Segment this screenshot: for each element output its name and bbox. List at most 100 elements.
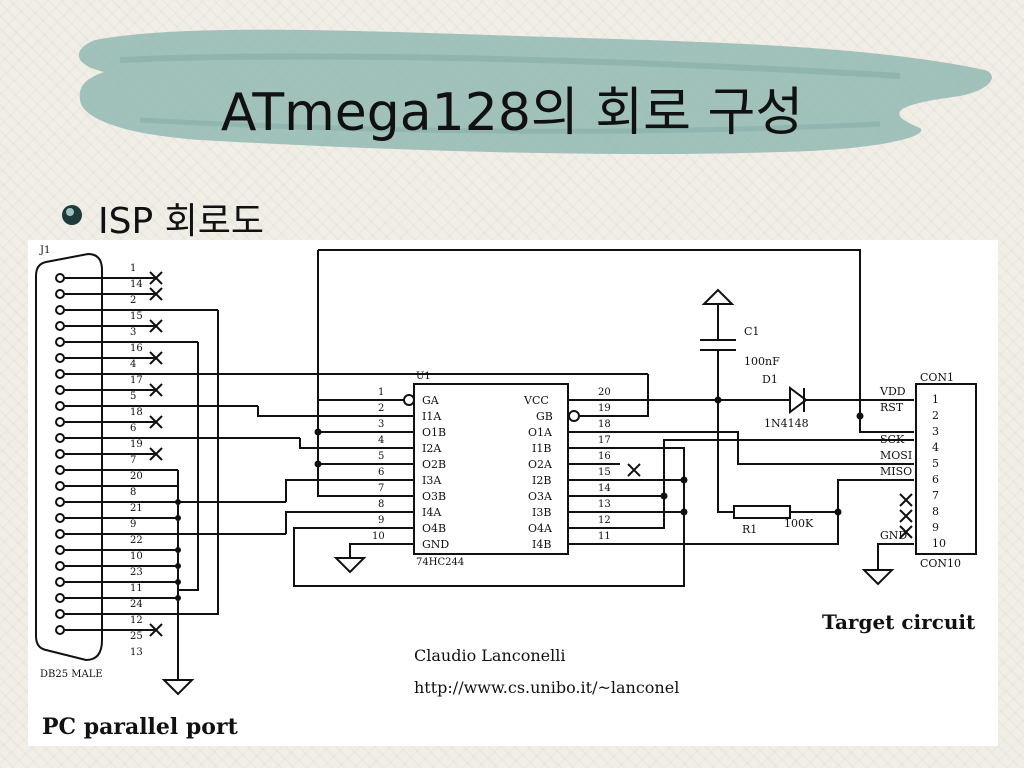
- capacitor-value: 100nF: [744, 355, 780, 368]
- schematic-wiring: [35, 249, 977, 696]
- pin-label-13: 13: [130, 647, 143, 658]
- pin-label-25: 25: [130, 631, 143, 642]
- pin-label-16: 16: [130, 343, 143, 354]
- ic-pin-num-5: 5: [378, 451, 385, 462]
- resistor-ref: R1: [742, 523, 758, 536]
- ic-pin-name-gb: GB: [536, 410, 553, 423]
- con-pin-3: 3: [932, 425, 939, 438]
- ic-pin-name-o3a: O3A: [528, 490, 552, 503]
- con-pin-6: 6: [932, 473, 939, 486]
- ic-ref: U1: [416, 371, 431, 382]
- ic-pin-name-o2a: O2A: [528, 458, 552, 471]
- signal-sck: SCK: [880, 433, 905, 446]
- ic-pin-num-7: 7: [378, 483, 385, 494]
- con-pin-2: 2: [932, 409, 939, 422]
- capacitor-ref: C1: [744, 325, 760, 338]
- signal-miso: MISO: [880, 465, 913, 478]
- con-pin-4: 4: [932, 441, 939, 454]
- ic-pin-name-gnd: GND: [422, 538, 450, 551]
- title-brush-stroke: [78, 29, 992, 155]
- pin-label-14: 14: [130, 279, 143, 290]
- ic-pin-num-14: 14: [598, 483, 611, 494]
- pin-label-10: 10: [130, 551, 143, 562]
- pin-label-9: 9: [130, 519, 137, 530]
- pin-label-8: 8: [130, 487, 137, 498]
- ic-pin-num-18: 18: [598, 419, 611, 430]
- pin-label-23: 23: [130, 567, 143, 578]
- ic-pin-num-17: 17: [598, 435, 611, 446]
- ic-pin-num-20: 20: [598, 387, 611, 398]
- ic-pin-name-i1a: I1A: [422, 410, 442, 423]
- con-pin-9: 9: [932, 521, 939, 534]
- resistor-value: 100K: [784, 517, 814, 530]
- ic-pin-num-10: 10: [372, 531, 385, 542]
- signal-rst: RST: [880, 401, 904, 414]
- ic-pin-name-ga: GA: [422, 394, 439, 407]
- con-ref-bottom: CON10: [920, 557, 962, 570]
- pin-label-18: 18: [130, 407, 143, 418]
- db25-name: DB25 MALE: [40, 669, 103, 680]
- pin-label-12: 12: [130, 615, 143, 626]
- ic-pin-num-15: 15: [598, 467, 611, 478]
- pin-label-19: 19: [130, 439, 143, 450]
- ic-pin-name-o1b: O1B: [422, 426, 447, 439]
- signal-mosi: MOSI: [880, 449, 913, 462]
- isp-schematic: J1 DB25 MALE 1 14 2 15 3 16 4 17 5 18 6 …: [28, 240, 998, 746]
- ic-pin-name-o3b: O3B: [422, 490, 447, 503]
- pin-label-5: 5: [130, 391, 137, 402]
- ic-pin-name-i1b: I1B: [532, 442, 552, 455]
- ic-pin-name-o1a: O1A: [528, 426, 552, 439]
- bullet-text: ISP 회로도: [98, 201, 264, 242]
- pin-label-17: 17: [130, 375, 143, 386]
- ic-pin-num-4: 4: [378, 435, 385, 446]
- signal-gnd: GND: [880, 529, 908, 542]
- ic-pin-num-8: 8: [378, 499, 385, 510]
- pin-label-11: 11: [130, 583, 143, 594]
- ic-pin-num-16: 16: [598, 451, 611, 462]
- ic-pin-name-o4a: O4A: [528, 522, 552, 535]
- con-pin-5: 5: [932, 457, 939, 470]
- ic-pin-num-9: 9: [378, 515, 385, 526]
- con-ref-top: CON1: [920, 371, 955, 384]
- bullet-icon: [62, 205, 82, 225]
- ic-pin-num-1: 1: [378, 387, 385, 398]
- ic-pin-num-12: 12: [598, 515, 611, 526]
- diode-part: 1N4148: [764, 417, 809, 430]
- ic-pin-num-19: 19: [598, 403, 611, 414]
- pin-label-21: 21: [130, 503, 143, 514]
- ic-pin-num-13: 13: [598, 499, 611, 510]
- ic-part: 74HC244: [416, 557, 465, 568]
- pin-label-15: 15: [130, 311, 143, 322]
- ic-pin-name-i4a: I4A: [422, 506, 442, 519]
- pin-label-4: 4: [130, 359, 137, 370]
- ic-pin-name-i2a: I2A: [422, 442, 442, 455]
- con-pin-10: 10: [932, 537, 946, 550]
- pin-label-6: 6: [130, 423, 137, 434]
- con-pin-1: 1: [932, 393, 939, 406]
- pin-label-20: 20: [130, 471, 143, 482]
- credit-url: http://www.cs.unibo.it/~lanconel: [414, 678, 680, 697]
- ic-pin-num-6: 6: [378, 467, 385, 478]
- signal-vdd: VDD: [880, 385, 906, 398]
- pin-label-1: 1: [130, 263, 137, 274]
- ic-pin-name-i4b: I4B: [532, 538, 552, 551]
- pin-label-2: 2: [130, 295, 137, 306]
- credit-author: Claudio Lanconelli: [414, 646, 566, 665]
- ic-pin-name-o2b: O2B: [422, 458, 447, 471]
- slide-title: ATmega128의 회로 구성: [220, 83, 804, 143]
- j1-ref: J1: [40, 245, 51, 256]
- ic-pin-num-11: 11: [598, 531, 611, 542]
- ic-pin-name-i3a: I3A: [422, 474, 442, 487]
- ic-pin-name-i2b: I2B: [532, 474, 552, 487]
- ic-pin-name-o4b: O4B: [422, 522, 447, 535]
- ic-pin-name-i3b: I3B: [532, 506, 552, 519]
- con-pin-8: 8: [932, 505, 939, 518]
- pc-parallel-port-caption: PC parallel port: [42, 714, 238, 740]
- pin-label-7: 7: [130, 455, 137, 466]
- con-pin-7: 7: [932, 489, 939, 502]
- ic-pin-num-2: 2: [378, 403, 385, 414]
- target-circuit-caption: Target circuit: [822, 610, 976, 634]
- ic-pin-num-3: 3: [378, 419, 385, 430]
- diode-ref: D1: [762, 373, 778, 386]
- pin-label-24: 24: [130, 599, 143, 610]
